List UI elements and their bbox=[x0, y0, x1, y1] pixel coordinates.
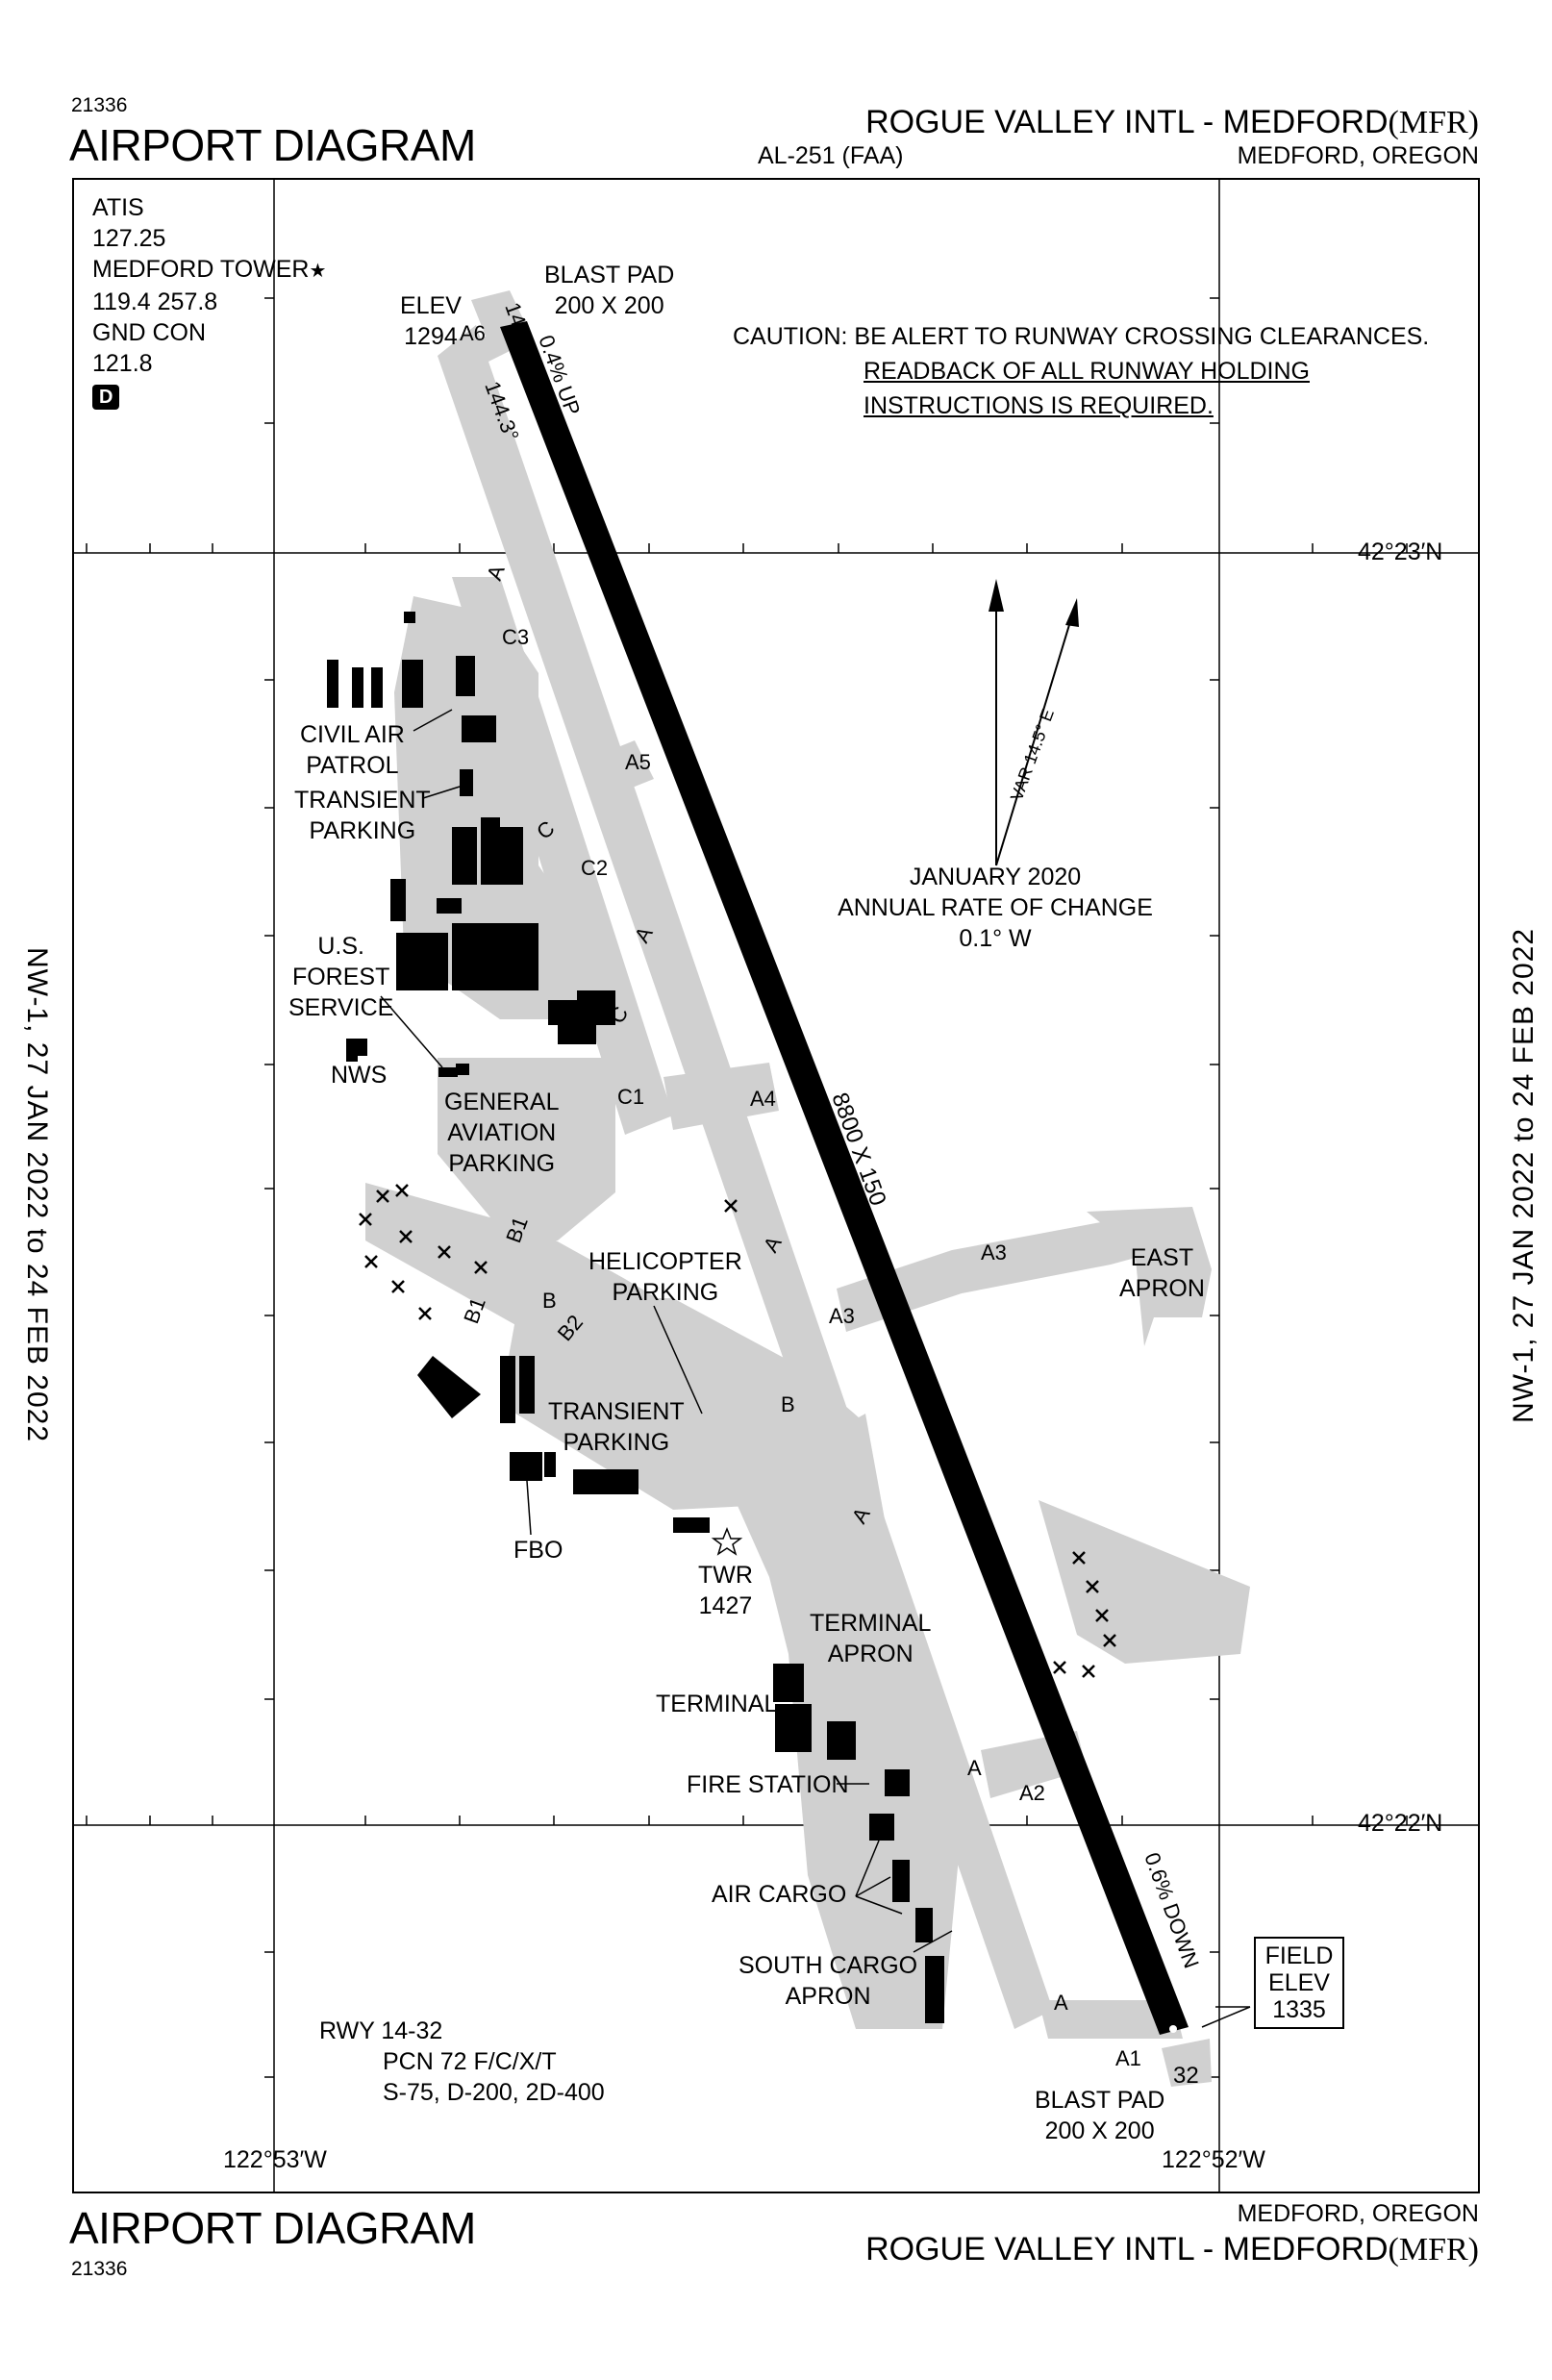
caution-label: CAUTION: bbox=[733, 323, 848, 350]
gnd-label: GND CON bbox=[92, 319, 207, 346]
diagram-frame bbox=[72, 178, 1480, 2193]
atis-label: ATIS bbox=[92, 194, 144, 221]
pavement bbox=[365, 290, 1250, 2087]
leader-lines bbox=[380, 709, 1251, 2028]
graticule-ticks bbox=[86, 297, 1408, 2078]
svg-text:A: A bbox=[1054, 1991, 1068, 2015]
location-bottom: MEDFORD, OREGON bbox=[1237, 2200, 1479, 2227]
airspace-class-badge: D bbox=[92, 385, 120, 410]
chart-number-top: 21336 bbox=[71, 94, 128, 116]
gnd-freq: 121.8 bbox=[92, 350, 153, 377]
svg-text:A3: A3 bbox=[829, 1304, 855, 1328]
air-cargo-label: AIR CARGO bbox=[712, 1881, 847, 1908]
taxiway-a6 bbox=[438, 327, 519, 380]
closed-markings bbox=[359, 1184, 1116, 1678]
field-elevation-point bbox=[1169, 2025, 1177, 2033]
svg-text:A: A bbox=[967, 1756, 982, 1780]
fbo-label: FBO bbox=[513, 1537, 563, 1564]
chart-number-bottom: 21336 bbox=[71, 2258, 128, 2280]
star-icon: ★ bbox=[309, 261, 327, 282]
fire-station-label: FIRE STATION bbox=[687, 1771, 849, 1798]
svg-text:A2: A2 bbox=[1019, 1781, 1045, 1805]
svg-text:A4: A4 bbox=[750, 1087, 776, 1111]
magnetic-variation-note: JANUARY 2020 ANNUAL RATE OF CHANGE 0.1° … bbox=[838, 864, 1153, 952]
buildings bbox=[327, 612, 944, 2023]
atis-freq: 127.25 bbox=[92, 225, 166, 252]
general-aviation-apron bbox=[438, 1058, 615, 1240]
southeast-closed-area bbox=[1039, 1500, 1250, 1664]
north-arrow-icon bbox=[989, 579, 1079, 866]
runway-data-note: RWY 14-32 PCN 72 F/C/X/T S-75, D-200, 2D… bbox=[319, 2017, 605, 2106]
frequencies-panel: ATIS 127.25 MEDFORD TOWER★ 119.4 257.8 G… bbox=[92, 192, 326, 411]
tower-freq: 119.4 257.8 bbox=[92, 288, 218, 315]
svg-text:A1: A1 bbox=[1115, 2046, 1141, 2070]
svg-text:C1: C1 bbox=[617, 1085, 644, 1109]
var-label: VAR 14.5° E bbox=[1007, 707, 1058, 804]
runway-designation: RWY 14-32 bbox=[319, 2017, 443, 2044]
caution-note: CAUTION: BE ALERT TO RUNWAY CROSSING CLE… bbox=[733, 323, 1430, 419]
nws-label: NWS bbox=[331, 1062, 388, 1089]
latitude-north: 42°23′N bbox=[1358, 539, 1443, 565]
taxiway-a4 bbox=[663, 1063, 779, 1130]
runway-end-32: 32 bbox=[1173, 2063, 1199, 2089]
taxiway-a5 bbox=[587, 740, 654, 798]
location-top: MEDFORD, OREGON bbox=[1237, 142, 1479, 169]
svg-text:C2: C2 bbox=[581, 856, 608, 880]
svg-text:C3: C3 bbox=[502, 625, 529, 649]
longitude-west: 122°53′W bbox=[223, 2146, 327, 2173]
chart-title-top: AIRPORT DIAGRAM bbox=[69, 120, 476, 170]
svg-text:B: B bbox=[781, 1392, 795, 1416]
airport-name-bottom: ROGUE VALLEY INTL - MEDFORD(MFR) bbox=[865, 2231, 1479, 2267]
blast-pad-32 bbox=[1162, 2039, 1212, 2087]
taxiway-label-a6: A6 bbox=[460, 321, 486, 345]
helicopter-transient-apron bbox=[500, 1298, 865, 1510]
graticule bbox=[73, 179, 1479, 2192]
svg-text:B: B bbox=[542, 1289, 557, 1313]
airport-name-top: ROGUE VALLEY INTL - MEDFORD(MFR) bbox=[865, 104, 1479, 140]
procedure-id: AL-251 (FAA) bbox=[758, 142, 904, 169]
chart-title-bottom: AIRPORT DIAGRAM bbox=[69, 2203, 476, 2253]
latitude-south: 42°22′N bbox=[1358, 1810, 1443, 1837]
longitude-east: 122°52′W bbox=[1162, 2146, 1265, 2173]
taxiway-a1 bbox=[1039, 2000, 1183, 2039]
taxiway-a3 bbox=[837, 1212, 1164, 1332]
svg-text:A5: A5 bbox=[625, 750, 651, 774]
tower-icon bbox=[711, 1526, 743, 1556]
tower-row: MEDFORD TOWER★ bbox=[92, 256, 327, 283]
runway-14-32 bbox=[500, 321, 1189, 2035]
terminal-label: TERMINAL bbox=[656, 1691, 778, 1717]
east-apron bbox=[1087, 1207, 1212, 1346]
svg-text:A3: A3 bbox=[981, 1240, 1007, 1265]
